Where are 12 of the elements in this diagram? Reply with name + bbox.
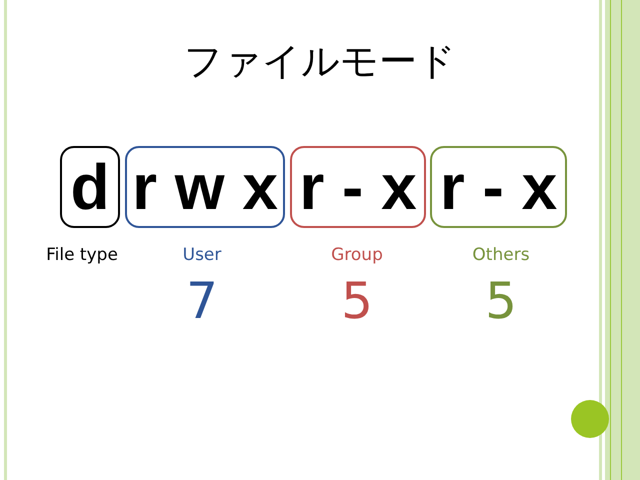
permission-box: d (60, 146, 120, 228)
permission-box: r w x (125, 146, 285, 228)
permission-box: r - x (290, 146, 426, 228)
permission-box: r - x (430, 146, 567, 228)
octal-digit: 7 (185, 276, 219, 326)
category-label: File type (45, 245, 119, 265)
category-label: Others (471, 245, 531, 265)
octal-digit: 5 (484, 276, 518, 326)
octal-digit: 5 (340, 276, 374, 326)
category-label: Group (330, 245, 384, 265)
title: ファイルモード (183, 38, 457, 85)
category-label: User (182, 245, 222, 265)
